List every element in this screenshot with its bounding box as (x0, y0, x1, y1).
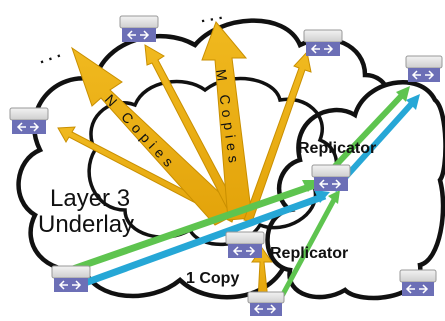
one-copy-label: 1 Copy (186, 270, 239, 287)
green-line-to-top-replicator (68, 181, 317, 274)
replicator-bottom-label: Replicator (270, 245, 348, 262)
ellipsis-right: . . . (199, 6, 224, 27)
blue-arrowhead-1 (314, 190, 330, 203)
router-icon-bottom-right (399, 269, 437, 296)
blue-arrowhead-2 (406, 94, 420, 110)
arrow-m-copies (201, 21, 253, 221)
router-icon-replicator-bottom (225, 231, 265, 258)
green-line-bottom-right (279, 194, 339, 298)
green-arrowhead-3 (328, 190, 340, 204)
router-icon-top-right (303, 29, 343, 56)
router-icon-bottom-left (51, 265, 91, 292)
underlay-label-line1: Layer 3 (50, 185, 130, 212)
underlay-label-line2: Underlay (38, 211, 134, 238)
router-icon-top (119, 15, 159, 42)
replicator-top-label: Replicator (298, 140, 376, 157)
router-icon-far-right (405, 55, 443, 82)
green-arrowhead-2 (396, 86, 410, 102)
router-icon-replicator-top (311, 164, 351, 191)
ellipsis-left: . . . (36, 44, 63, 68)
blue-line-to-top-replicator (80, 192, 327, 288)
router-icon-left (9, 107, 49, 134)
arrow-to-right-switch (243, 50, 312, 223)
copy-arrows (57, 21, 312, 301)
router-icon-bottom (247, 291, 285, 316)
